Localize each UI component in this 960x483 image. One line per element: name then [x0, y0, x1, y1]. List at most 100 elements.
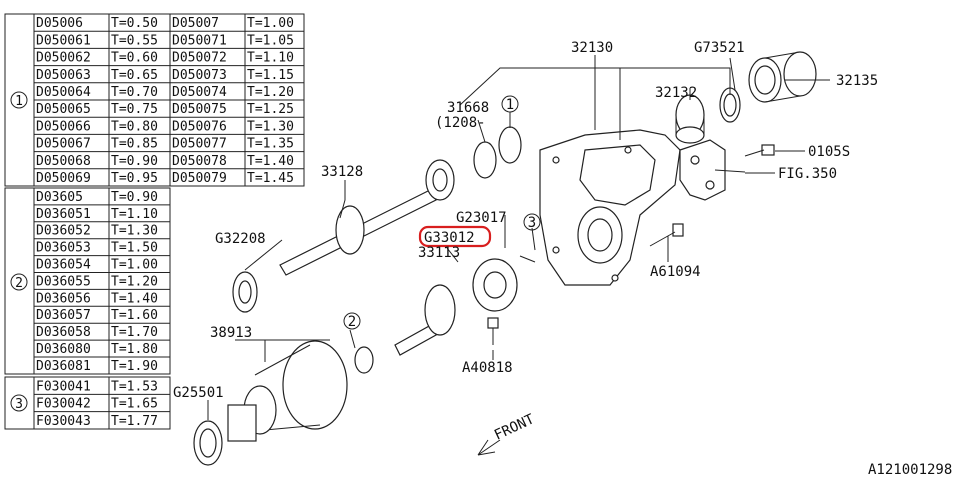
label-a40818[interactable]: A40818	[462, 360, 513, 376]
marker-3: 3	[528, 215, 536, 231]
label-front: FRONT	[492, 411, 537, 444]
snap-rings	[473, 126, 522, 179]
table-2-cell: T=1.20	[111, 274, 158, 289]
table-1-cell: T=0.50	[111, 16, 158, 31]
table-1-cell: T=1.25	[247, 102, 294, 117]
table-1-cell: D050068	[36, 154, 91, 169]
table-1-cell: D050079	[172, 171, 227, 186]
table-2-cell: D036052	[36, 224, 91, 239]
label-32135[interactable]: 32135	[836, 73, 878, 89]
table-2-cell: T=1.40	[111, 291, 158, 306]
label-33113[interactable]: 33113	[418, 245, 460, 261]
table-2-cell: D036058	[36, 325, 91, 340]
bolt-0105s	[744, 144, 775, 157]
label-32132[interactable]: 32132	[655, 85, 697, 101]
label-0105s[interactable]: 0105S	[808, 144, 850, 160]
table-2-cell: T=1.60	[111, 308, 158, 323]
table-1-cell: D05006	[36, 16, 83, 31]
table-2-cell: D036053	[36, 241, 91, 256]
label-g73521[interactable]: G73521	[694, 40, 745, 56]
table-1-cell: D050072	[172, 51, 227, 66]
ball-bearing-front	[232, 271, 258, 313]
label-g33012[interactable]: G33012	[424, 230, 475, 246]
leader-lines	[207, 55, 830, 420]
table-1-cell: D05007	[172, 16, 219, 31]
oil-seal-front	[193, 420, 223, 466]
table-2-cell: T=1.70	[111, 325, 158, 340]
drive-shaft	[279, 159, 455, 276]
table-1-cell: D050062	[36, 51, 91, 66]
table-1-cell: T=1.45	[247, 171, 294, 186]
label-g32208[interactable]: G32208	[215, 231, 266, 247]
label-g25501[interactable]: G25501	[173, 385, 224, 401]
table-2-cell: T=1.00	[111, 258, 158, 273]
label-fig350[interactable]: FIG.350	[778, 166, 837, 182]
driven-gear	[394, 255, 536, 356]
bolt-a40818	[487, 317, 499, 345]
table-1-cell: D050071	[172, 33, 227, 48]
differential-housing	[227, 340, 374, 442]
table-1-cell: D050078	[172, 154, 227, 169]
table-1-cell: T=0.85	[111, 137, 158, 152]
table-1-cell: D050075	[172, 102, 227, 117]
label-g23017[interactable]: G23017	[456, 210, 507, 226]
table-1-cell: D050066	[36, 119, 91, 134]
bushing	[675, 94, 705, 144]
table-1-cell: D050076	[172, 119, 227, 134]
table-1-cell: D050065	[36, 102, 91, 117]
table-1-cell: T=1.30	[247, 119, 294, 134]
table-2-cell: T=1.30	[111, 224, 158, 239]
marker-1: 1	[506, 97, 514, 113]
table-2-cell: D03605	[36, 190, 83, 205]
marker-2: 2	[348, 314, 356, 330]
table-1-cell: D050077	[172, 137, 227, 152]
label-32130[interactable]: 32130	[571, 40, 613, 56]
table-2-cell: T=0.90	[111, 190, 158, 205]
table-3-cell: T=1.53	[111, 379, 158, 394]
table-2-cell: D036057	[36, 308, 91, 323]
table-3-cell: T=1.65	[111, 397, 158, 412]
table-2-cell: D036056	[36, 291, 91, 306]
extension-cover	[679, 139, 746, 201]
table-2-cell: D036051	[36, 207, 91, 222]
table-1-cell: D050069	[36, 171, 91, 186]
label-38913[interactable]: 38913	[210, 325, 252, 341]
table-2-cell: D036080	[36, 342, 91, 357]
front-arrow	[477, 439, 501, 456]
table-1-cell: D050073	[172, 68, 227, 83]
table-1-cell: D050067	[36, 137, 91, 152]
table-2-cell: D036081	[36, 359, 91, 374]
table-3-cell: F030043	[36, 414, 91, 429]
table-2-cell: D036054	[36, 258, 91, 273]
table-1-cell: T=0.95	[111, 171, 158, 186]
table-1-cell: T=1.20	[247, 85, 294, 100]
table-1-cell: T=0.90	[111, 154, 158, 169]
table-1-cell: T=1.15	[247, 68, 294, 83]
table-2-cell: T=1.80	[111, 342, 158, 357]
table-3-marker: 3	[15, 397, 23, 412]
table-2-cell: T=1.50	[111, 241, 158, 256]
diagram-id: A121001298	[868, 462, 952, 478]
table-1-cell: T=1.10	[247, 51, 294, 66]
label-1208: (1208-	[435, 115, 486, 131]
table-1-cell: T=0.80	[111, 119, 158, 134]
bolt-a61094	[649, 223, 684, 247]
label-31668[interactable]: 31668	[447, 100, 489, 116]
label-a61094[interactable]: A61094	[650, 264, 701, 280]
table-1-cell: T=0.75	[111, 102, 158, 117]
table-1-cell: T=0.60	[111, 51, 158, 66]
table-2-marker: 2	[15, 276, 23, 291]
table-2-cell: T=1.10	[111, 207, 158, 222]
label-33128[interactable]: 33128	[321, 164, 363, 180]
table-1-cell: T=1.35	[247, 137, 294, 152]
table-1-cell: D050061	[36, 33, 91, 48]
table-1-cell: D050063	[36, 68, 91, 83]
table-1-cell: D050064	[36, 85, 91, 100]
table-3-cell: F030041	[36, 379, 91, 394]
table-1-cell: T=1.00	[247, 16, 294, 31]
table-3-cell: F030042	[36, 397, 91, 412]
